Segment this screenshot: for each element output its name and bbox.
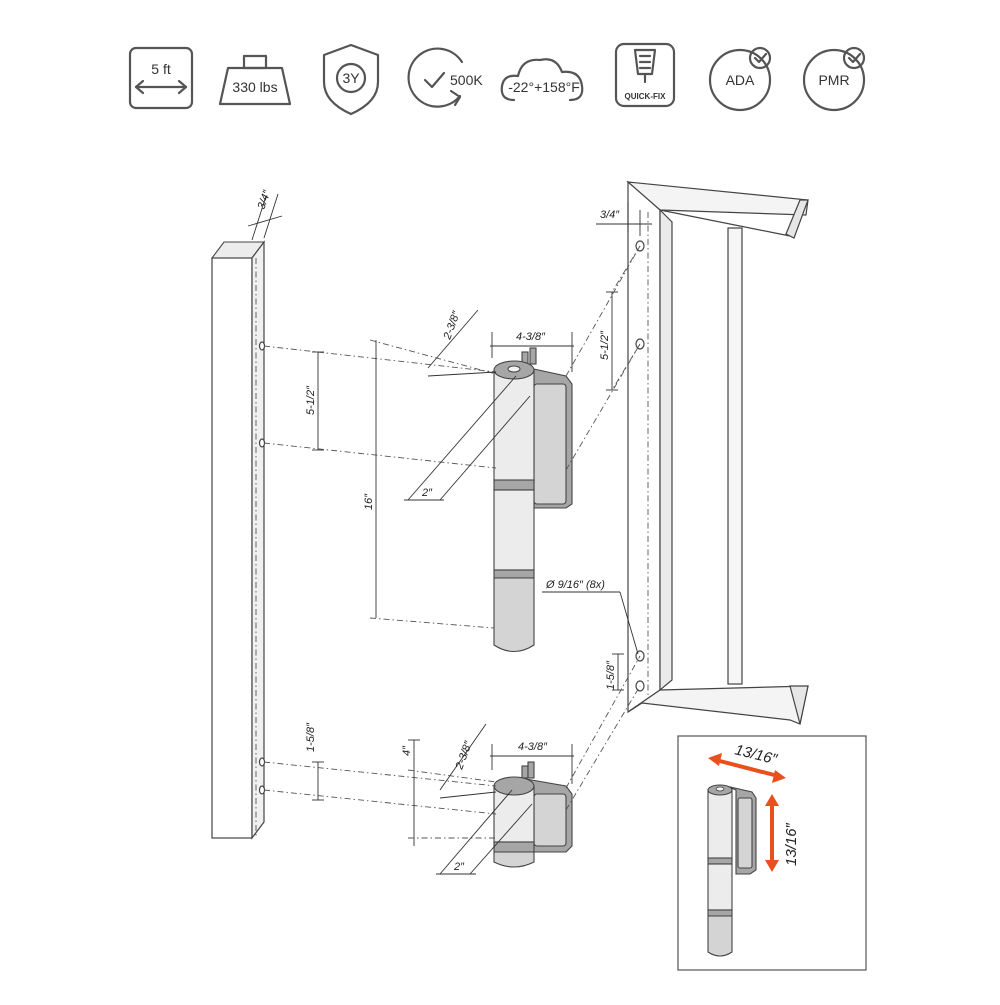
- post-hole-spacing-label: 5-1/2″: [305, 385, 317, 415]
- pmr-icon: PMR: [802, 46, 866, 112]
- width-icon: 5 ft: [128, 46, 194, 110]
- frame-hole-spacing-dim: 5-1/2″: [599, 291, 618, 391]
- ada-icon: ADA: [708, 46, 772, 112]
- top-offset-dim: 2-3/8″: [427, 309, 497, 377]
- top-pin-offset-dim: 2″: [404, 375, 531, 501]
- post-hole: [258, 785, 266, 795]
- pmr-label: PMR: [818, 72, 849, 88]
- top-offset-label: 2-3/8″: [441, 309, 463, 342]
- bottom-width-dim: 4-3/8″: [490, 741, 574, 784]
- top-projection-lines: [263, 245, 641, 471]
- bottom-height-dim: 4″: [401, 739, 497, 846]
- gate-frame: [626, 180, 809, 725]
- hole-diameter-callout: Ø 9/16″ (8x): [542, 579, 639, 655]
- weight-icon: 330 lbs: [218, 54, 292, 106]
- post-hole: [258, 341, 266, 351]
- post-hole: [258, 757, 266, 767]
- post-thickness-label: 3/4″: [256, 188, 274, 211]
- frame-bottom-spacing-label: 1-5/8″: [605, 660, 617, 690]
- shield-icon: 3Y: [322, 43, 380, 116]
- cycles-label: 500K: [450, 72, 483, 88]
- top-width-label: 4-3/8″: [516, 331, 546, 343]
- temperature-label: -22°+158°F: [508, 79, 580, 95]
- feature-icons: 5 ft 330 lbs 3Y 500K -22°+158°F: [128, 42, 866, 116]
- frame-bottom-spacing-dim: 1-5/8″: [605, 653, 624, 691]
- top-width-dim: 4-3/8″: [490, 331, 574, 372]
- frame-thickness-dim: 3/4″: [596, 202, 652, 236]
- weight-label: 330 lbs: [232, 79, 277, 95]
- width-label: 5 ft: [151, 61, 171, 77]
- post-hole: [258, 438, 266, 448]
- bottom-offset-label: 2-3/8″: [453, 739, 475, 772]
- post-hole-spacing-dim: 5-1/2″: [305, 351, 324, 451]
- cycles-icon: 500K: [407, 47, 483, 108]
- bottom-height-label: 4″: [401, 745, 413, 756]
- bottom-pin-offset-label: 2″: [453, 861, 465, 873]
- quick-fix-icon: QUICK-FIX: [614, 42, 676, 108]
- inset-detail: 13/16″ 13/16″: [677, 735, 867, 971]
- quick-fix-label: QUICK-FIX: [625, 92, 667, 101]
- hinge-length-label: 16″: [363, 493, 375, 510]
- warranty-label: 3Y: [342, 70, 360, 86]
- frame-hole-spacing-label: 5-1/2″: [599, 330, 611, 360]
- cloud-icon: -22°+158°F: [500, 58, 584, 102]
- inset-height-arrow: 13/16″: [765, 794, 800, 872]
- frame-thickness-label: 3/4″: [600, 209, 620, 221]
- bottom-offset-dim: 2-3/8″: [439, 723, 497, 799]
- hole-diameter-label: Ø 9/16″ (8x): [545, 579, 605, 591]
- bottom-pin-offset-dim: 2″: [436, 789, 533, 875]
- bottom-width-label: 4-3/8″: [518, 741, 548, 753]
- post-thickness-dim: 3/4″: [247, 188, 283, 241]
- inset-height-label: 13/16″: [783, 822, 800, 866]
- top-hinge: [493, 347, 573, 653]
- post-bottom-spacing-label: 1-5/8″: [305, 722, 317, 752]
- bottom-projection-lines: [263, 655, 641, 815]
- ada-label: ADA: [726, 72, 755, 88]
- bottom-hinge: [493, 761, 573, 868]
- top-pin-offset-label: 2″: [421, 487, 433, 499]
- post-bottom-spacing-dim: 1-5/8″: [305, 722, 324, 801]
- gate-post: [210, 240, 266, 840]
- hinge-length-dim: 16″: [363, 339, 497, 629]
